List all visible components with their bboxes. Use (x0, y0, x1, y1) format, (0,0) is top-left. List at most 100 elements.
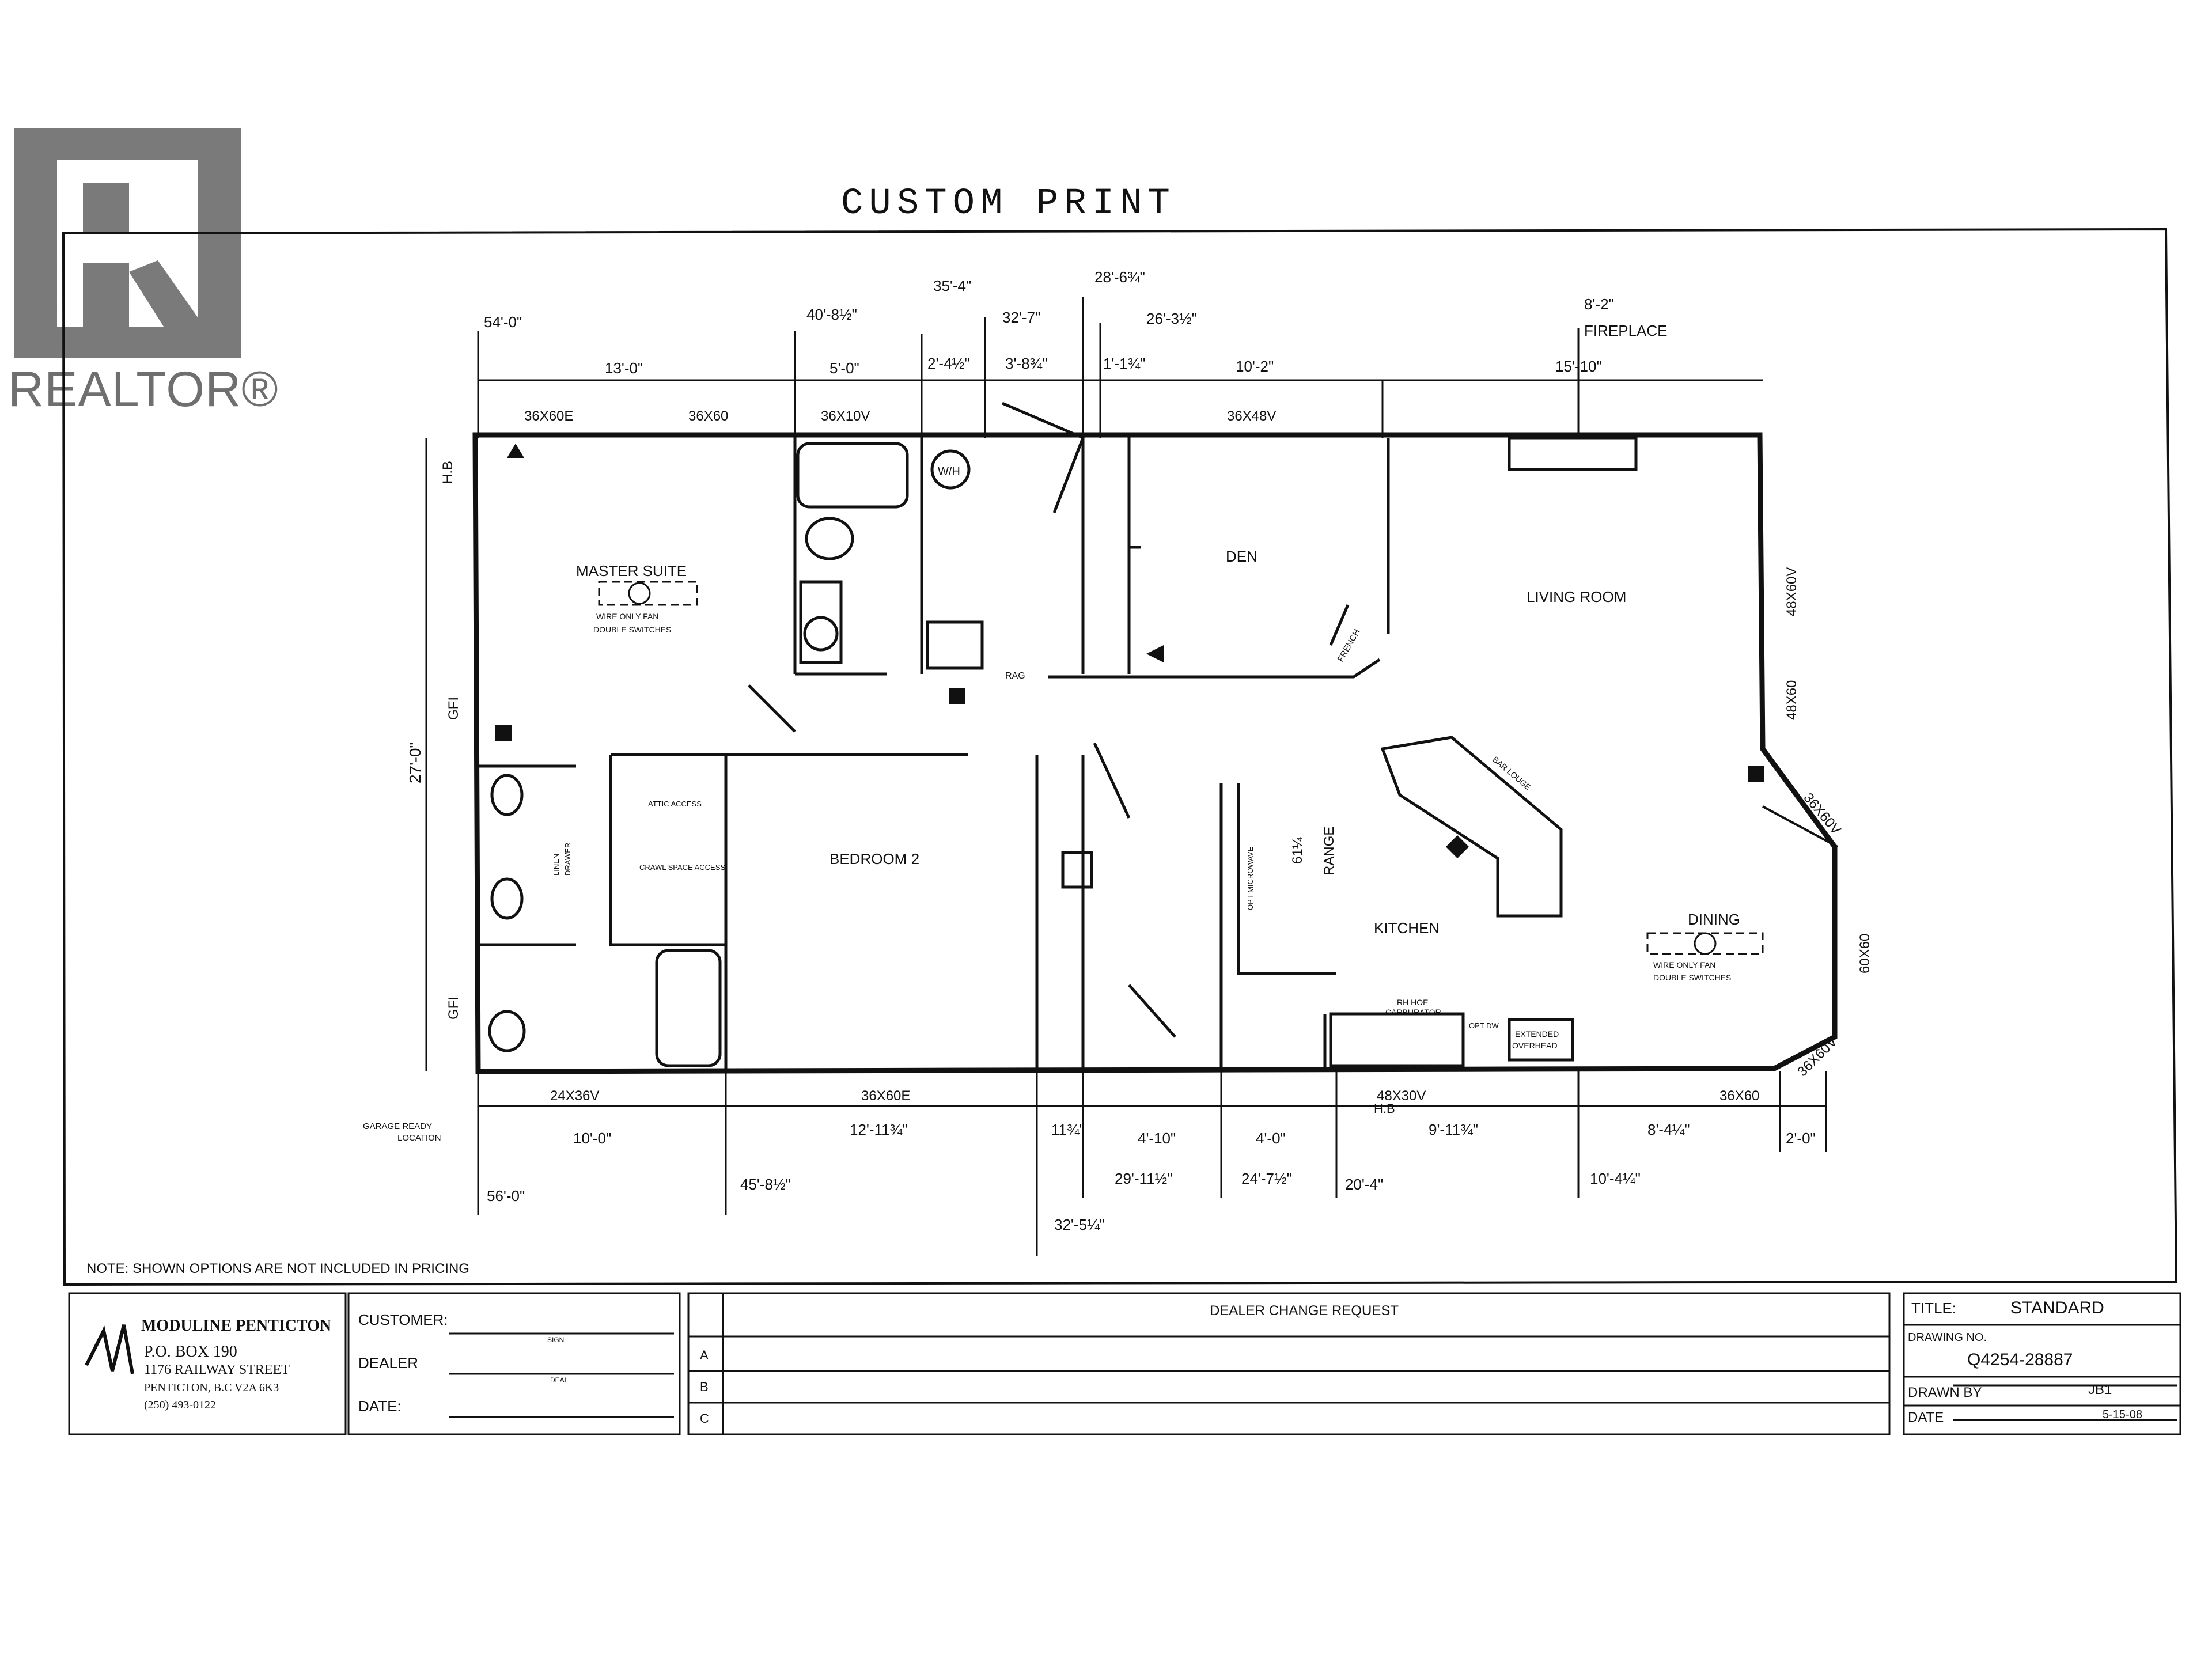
dim-overall-top: 54'-0" (484, 313, 522, 331)
room-bedroom-2: BEDROOM 2 (830, 850, 919, 868)
fan-note-dining-line2: DOUBLE SWITCHES (1653, 973, 1731, 982)
dim-b-29: 29'-11½" (1115, 1170, 1172, 1187)
customer-label: CUSTOMER: (358, 1311, 448, 1328)
fan-note-dining-line1: WIRE ONLY FAN (1653, 960, 1715, 969)
drawing-frame (62, 228, 2178, 1286)
change-request-header: DEALER CHANGE REQUEST (1210, 1303, 1399, 1319)
seg-3: 3'-8¾" (1005, 355, 1047, 372)
seg-b-11: 11¾" (1051, 1121, 1085, 1138)
seg-b-12: 12'-11¾" (850, 1121, 907, 1138)
hb-label: H.B (440, 461, 456, 484)
dim-8: 8'-2" (1584, 296, 1614, 313)
extended-label: EXTENDED (1515, 1029, 1559, 1039)
crawl-label: CRAWL SPACE ACCESS (639, 863, 725, 872)
seg-15: 15'-10" (1555, 358, 1602, 375)
seg-1: 1'-1¾" (1103, 355, 1145, 372)
rh-hoe-label: RH HOE (1397, 998, 1428, 1007)
seg-b-2: 2'-0" (1786, 1130, 1816, 1147)
fan-note-line1: WIRE ONLY FAN (596, 612, 658, 621)
window-right-4: 60X60 (1857, 934, 1873, 974)
room-master-suite: MASTER SUITE (576, 562, 687, 579)
room-dining: DINING (1688, 911, 1740, 928)
range-width: 61¼ (1290, 836, 1305, 864)
gfi-label-1: GFI (446, 697, 461, 720)
building-outline (472, 432, 1838, 1074)
room-den: DEN (1226, 548, 1257, 565)
date-label: DATE: (358, 1397, 402, 1415)
french-label: FRENCH (1336, 627, 1362, 664)
moduline-logo-icon (85, 1324, 134, 1374)
drawn-by-value: JB1 (2088, 1382, 2112, 1397)
change-row-a: A (700, 1348, 709, 1362)
seg-b-4b: 4'-0" (1256, 1130, 1286, 1147)
drawer-label: DRAWER (563, 843, 572, 876)
company-phone: (250) 493-0122 (144, 1399, 216, 1411)
company-name: MODULINE PENTICTON (141, 1317, 331, 1335)
realtor-logo-icon (14, 128, 241, 358)
drawn-by-label: DRAWN BY (1908, 1385, 1982, 1400)
seg-2: 2'-4½" (927, 355, 969, 372)
dim-40: 40'-8½" (806, 306, 857, 323)
range-label: RANGE (1321, 827, 1337, 876)
date-info-value: 5-15-08 (2103, 1408, 2142, 1421)
dealer-sign-note: DEAL (550, 1376, 569, 1384)
dim-height: 27'-0" (406, 743, 424, 783)
dim-26: 26'-3½" (1146, 310, 1197, 327)
window-top-2: 36X60 (688, 408, 728, 424)
seg-10: 10'-2" (1236, 358, 1274, 375)
dim-28: 28'-6¾" (1094, 268, 1145, 286)
dim-35: 35'-4" (933, 277, 971, 294)
window-right-1: 48X60V (1784, 567, 1800, 616)
seg-b-10: 10'-0" (573, 1130, 611, 1147)
customer-sign-note: SIGN (547, 1336, 564, 1344)
drawing-no-value: Q4254-28887 (1967, 1350, 2073, 1369)
seg-b-4a: 4'-10" (1138, 1130, 1176, 1147)
realtor-label: REALTOR® (8, 362, 279, 417)
window-top-4: 36X48V (1227, 408, 1276, 424)
drawing-no-label: DRAWING NO. (1908, 1331, 1987, 1344)
company-city: PENTICTON, B.C V2A 6K3 (144, 1381, 279, 1394)
dealer-label: DEALER (358, 1354, 418, 1372)
dim-b-45: 45'-8½" (740, 1176, 791, 1193)
change-row-b: B (700, 1380, 709, 1394)
window-bottom-3: 48X30V (1377, 1088, 1426, 1104)
microwave-label: OPT MICROWAVE (1246, 846, 1255, 910)
window-top-1: 36X60E (524, 408, 573, 424)
fan-note-line2: DOUBLE SWITCHES (593, 625, 671, 634)
room-kitchen: KITCHEN (1374, 919, 1440, 937)
fireplace-label: FIREPLACE (1584, 322, 1668, 339)
title-label: TITLE: (1911, 1300, 1956, 1317)
window-top-3: 36X10V (821, 408, 870, 424)
gfi-label-2: GFI (446, 997, 461, 1020)
opt-dw-label: OPT DW (1469, 1021, 1499, 1030)
garage-label: GARAGE READY (363, 1122, 432, 1131)
dim-32: 32'-7" (1002, 309, 1040, 326)
realtor-watermark: REALTOR® (8, 128, 278, 427)
drawing-title: CUSTOM PRINT (841, 183, 1176, 225)
window-right-2: 48X60 (1784, 680, 1800, 720)
seg-b-9: 9'-11¾" (1429, 1121, 1478, 1138)
company-street: 1176 RAILWAY STREET (144, 1362, 290, 1377)
window-bottom-4: 36X60 (1719, 1088, 1759, 1104)
overhead-label: OVERHEAD (1512, 1041, 1558, 1050)
carburator-label: CARBURATOR (1385, 1007, 1441, 1017)
dim-overall-bottom: 56'-0" (487, 1187, 525, 1205)
attic-label: ATTIC ACCESS (648, 800, 702, 808)
hb-label-bottom: H.B (1374, 1101, 1395, 1116)
change-row-c: C (700, 1411, 709, 1426)
rag-label: RAG (1005, 671, 1025, 681)
seg-b-8: 8'-4¼" (1647, 1121, 1690, 1138)
dim-b-24: 24'-7½" (1241, 1170, 1292, 1187)
dim-b-32: 32'-5¼" (1054, 1216, 1105, 1233)
dim-b-10: 10'-4¼" (1590, 1170, 1641, 1187)
window-bottom-1: 24X36V (550, 1088, 599, 1104)
dim-b-20: 20'-4" (1345, 1176, 1383, 1193)
seg-13: 13'-0" (605, 359, 643, 377)
window-bottom-2: 36X60E (861, 1088, 910, 1104)
seg-5: 5'-0" (830, 359, 859, 377)
options-note: NOTE: SHOWN OPTIONS ARE NOT INCLUDED IN … (86, 1261, 469, 1277)
date-info-label: DATE (1908, 1410, 1944, 1425)
title-value: STANDARD (2010, 1298, 2104, 1317)
company-box: P.O. BOX 190 (144, 1343, 237, 1361)
